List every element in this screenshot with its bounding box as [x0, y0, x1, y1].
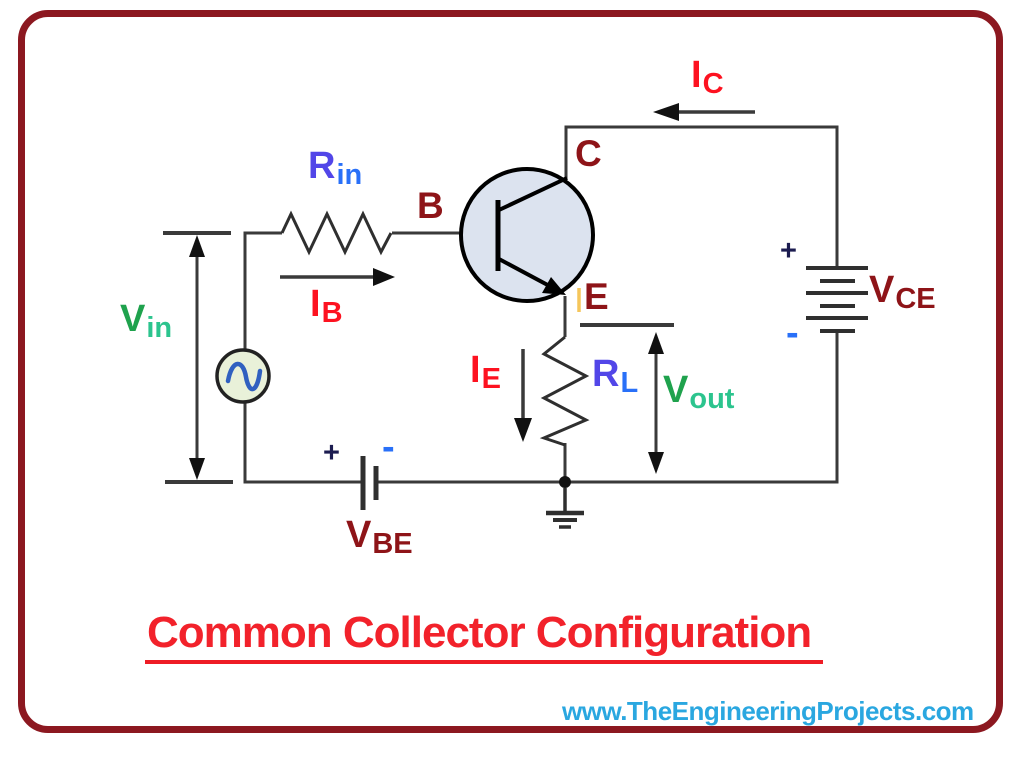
wire-collector-loop [564, 125, 839, 268]
ground-icon [546, 488, 584, 529]
vin-arrowhead-up-icon [189, 235, 205, 257]
ib-arrow-icon [280, 268, 395, 286]
vout-arrowhead-up-icon [648, 332, 664, 354]
wire-input-top [243, 231, 282, 351]
junction-dot [559, 476, 571, 488]
ac-source-icon [215, 348, 271, 404]
label-terminal-emitter: E [584, 276, 609, 317]
vbe-battery-icon [360, 456, 379, 510]
vce-minus-sign: - [786, 312, 799, 354]
ic-arrow-icon [653, 103, 755, 121]
wire-input-bottom [243, 401, 361, 484]
border-frame [18, 10, 1003, 733]
vce-plus-sign: + [780, 235, 797, 267]
vin-arrowhead-down-icon [189, 458, 205, 480]
emitter-arrowhead-icon [542, 277, 566, 295]
vce-battery-icon [806, 266, 868, 333]
vbe-plus-sign: + [323, 437, 340, 469]
wire-bottom-right [377, 331, 839, 484]
vin-measure [163, 231, 233, 484]
vout-arrowhead-down-icon [648, 452, 664, 474]
resistor-rin-icon [280, 210, 393, 256]
vbe-minus-sign: - [382, 426, 395, 468]
npn-transistor-icon [459, 167, 595, 303]
vout-measure [580, 323, 674, 474]
page-title: Common Collector Configuration [145, 611, 824, 664]
wires [243, 125, 839, 484]
label-terminal-base: B [417, 185, 444, 226]
ie-arrow-icon [514, 349, 532, 442]
website-watermark: www.TheEngineeringProjects.com [562, 696, 974, 726]
label-terminal-collector: C [575, 133, 602, 174]
resistor-rl-icon [539, 335, 590, 447]
